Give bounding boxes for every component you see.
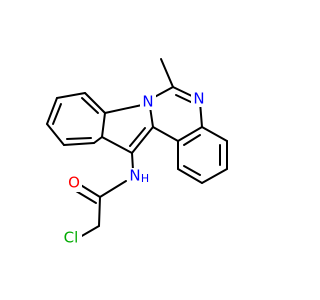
bond-l1 <box>84 92 106 114</box>
bond-l3-inner <box>52 103 62 125</box>
bond-c-c-fused <box>177 126 203 142</box>
bond-co-o <box>78 183 101 198</box>
bond-l4 <box>46 123 65 146</box>
cl-label: Cl <box>64 229 79 247</box>
n-ring-label-bg <box>140 92 156 110</box>
bond-c6-n-imine-double <box>175 94 194 104</box>
n-imine-label-bg <box>191 89 207 107</box>
bond-c12-c11a <box>101 136 133 154</box>
bond-l5 <box>63 142 95 146</box>
bond-l1-inner <box>81 97 99 114</box>
bond-r3 <box>201 168 228 184</box>
bond-c11a-c7a <box>101 112 106 138</box>
bond-c-c13 <box>152 126 179 142</box>
bond-nh-co <box>99 180 127 198</box>
nh-hydrogen-label: H <box>141 172 149 185</box>
bond-l2 <box>56 92 86 99</box>
bond-r1 <box>201 126 228 142</box>
bond-n7-c7a <box>104 104 143 114</box>
bond-l5-inner <box>66 137 92 140</box>
bond-r4 <box>177 168 203 184</box>
bond-l3 <box>46 97 58 125</box>
o-label: O <box>68 174 80 192</box>
nh-label: N <box>129 167 140 185</box>
bond-co-ch2 <box>98 196 101 227</box>
bond-c13-c12 <box>131 126 154 154</box>
n-imine-label: N <box>193 90 204 108</box>
cl-label-bg <box>60 229 82 247</box>
bond-c12-nh <box>131 152 134 171</box>
bond-r4-inner <box>183 165 201 176</box>
bond-methyl <box>160 58 174 88</box>
n-ring-label: N <box>142 93 153 111</box>
molecule-structure: N N N H O Cl <box>46 58 228 247</box>
bond-r6-inner <box>183 134 201 146</box>
bond-ch2-cl <box>79 225 100 238</box>
bond-co-o-double <box>75 190 97 204</box>
bond-l6 <box>93 136 103 144</box>
o-label-bg <box>66 174 82 192</box>
nh-label-bg <box>127 168 151 194</box>
bond-c13-c12-double <box>129 127 146 147</box>
